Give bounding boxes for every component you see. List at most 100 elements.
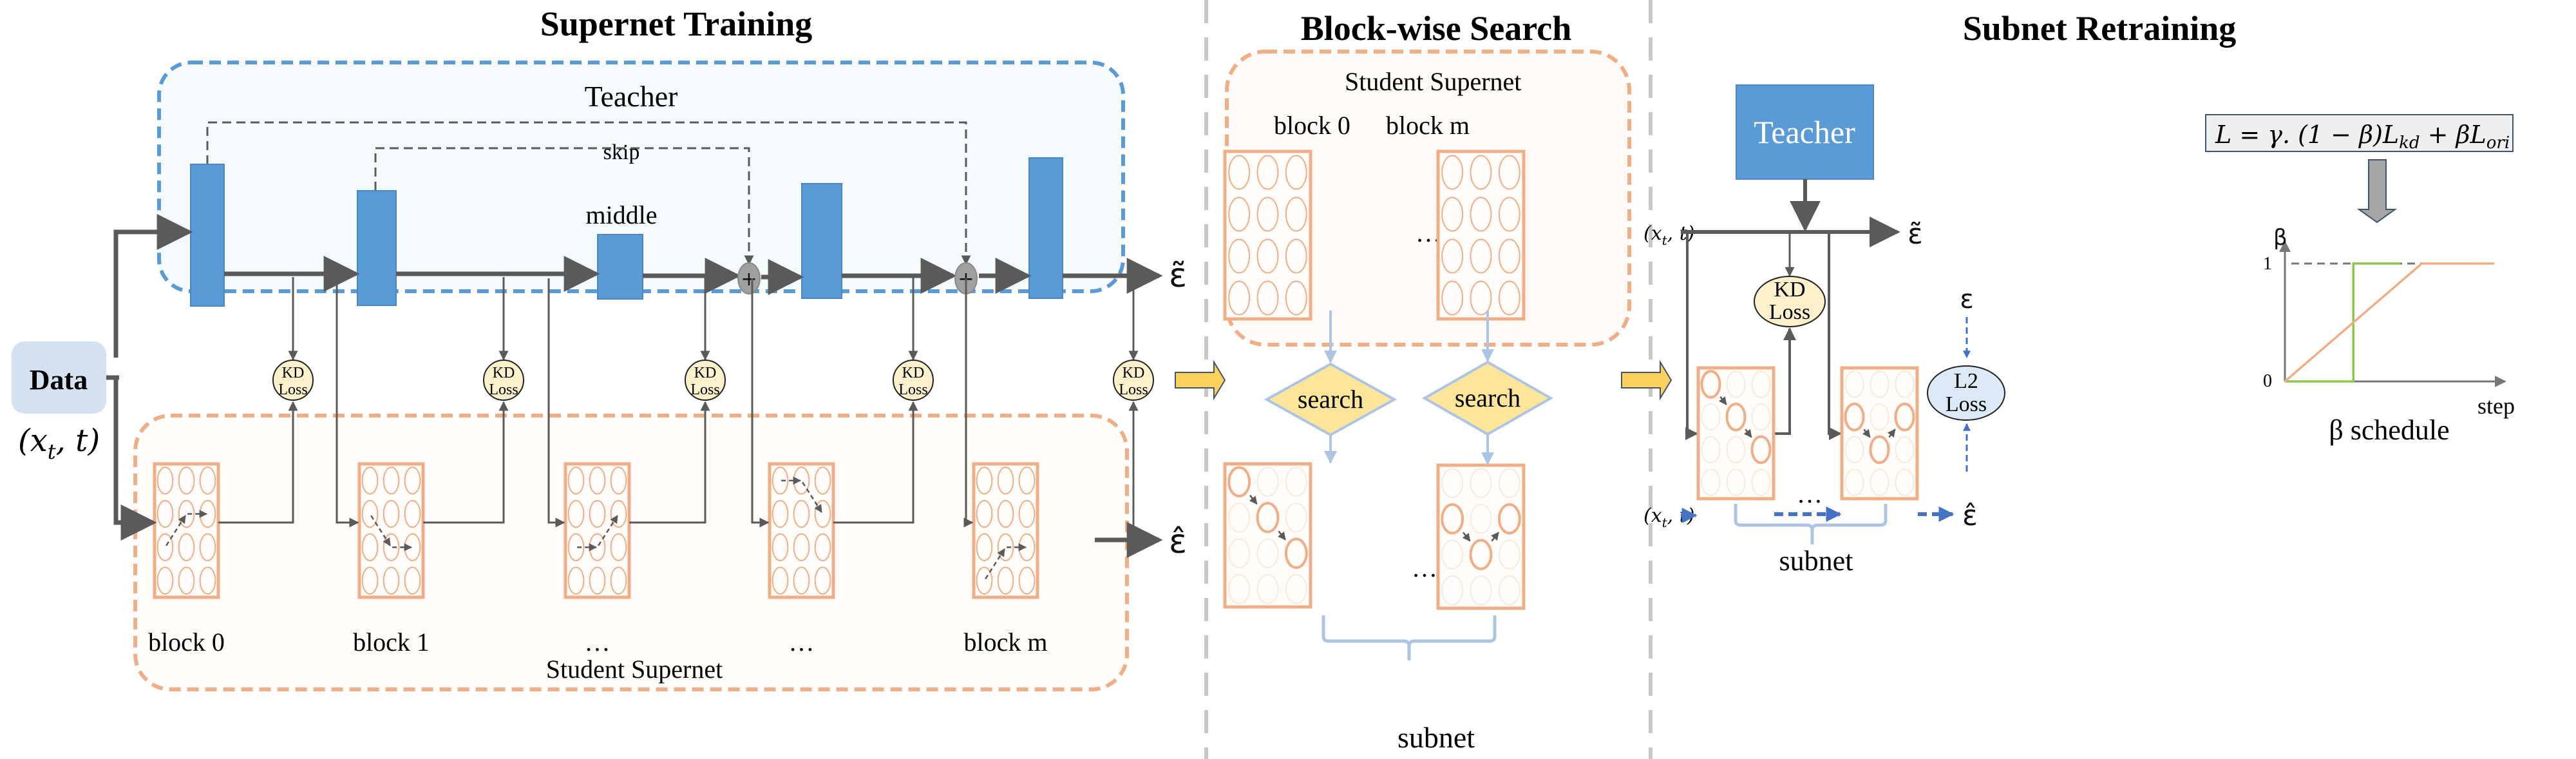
neuron — [1470, 155, 1492, 190]
path-arrow — [1862, 428, 1871, 438]
skip-connection-inner — [374, 147, 754, 265]
neuron — [178, 466, 195, 495]
neuron — [589, 499, 606, 528]
neuron — [997, 533, 1014, 562]
teacher-feature-to-student — [751, 278, 770, 528]
search-diamond-m: search — [1421, 360, 1554, 436]
teacher-output-epsilon-tilde: ε̃ — [1169, 256, 1187, 295]
block-frame — [153, 462, 220, 599]
block-frame — [972, 462, 1039, 599]
search-block-label-0: block 0 — [1274, 111, 1350, 140]
middle-label: middle — [585, 200, 657, 229]
kd-loss-node — [685, 360, 726, 401]
svg-text:(xt, t): (xt, t) — [18, 423, 100, 464]
neuron — [793, 499, 810, 528]
neuron — [1285, 466, 1307, 497]
search-supernet-block-m — [1436, 149, 1526, 321]
neuron — [1498, 155, 1520, 190]
teacher-layer-middle — [597, 234, 643, 300]
neuron — [772, 533, 789, 562]
neuron — [997, 466, 1014, 495]
block-frame — [1223, 149, 1312, 321]
kd-loss-node — [893, 360, 934, 401]
retrain-teacher-output: ε̃ — [1908, 218, 1923, 251]
neuron — [1844, 370, 1864, 398]
retrain-subnet-block-m — [1840, 366, 1919, 501]
x-axis-label: step — [2477, 393, 2515, 419]
svg-text:Loss: Loss — [1769, 300, 1810, 324]
neuron — [1228, 197, 1251, 232]
retrain-connector-left-out — [1774, 327, 1796, 435]
path-arrow — [1743, 428, 1752, 438]
y-tick-0: 0 — [2263, 371, 2272, 391]
skip-connection-outer — [206, 121, 971, 265]
search-ellipsis-bottom: … — [1412, 553, 1437, 582]
active-neuron — [1700, 370, 1721, 399]
training-block-3 — [768, 462, 835, 599]
retrain-subnet-blocks — [1696, 366, 1919, 501]
kd-loss-node — [1113, 360, 1154, 401]
kd-loss-label: KD — [694, 365, 717, 381]
search-block-label-m: block m — [1386, 111, 1470, 140]
neuron — [567, 566, 585, 595]
retrain-kd-loss: KD Loss — [1754, 276, 1826, 327]
series-step-schedule — [2285, 262, 2401, 383]
teacher-layer-2 — [357, 190, 397, 306]
loss-formula: L = γ. (1 − β)Lkd + βLori — [2205, 114, 2514, 153]
data-to-teacher-arrow — [113, 214, 193, 358]
training-block-label: block 0 — [148, 628, 225, 657]
neuron — [814, 566, 831, 595]
data-to-student-arrow — [113, 378, 157, 541]
retrain-teacher-label: Teacher — [1754, 114, 1855, 150]
training-block-1 — [357, 462, 425, 599]
data-box — [12, 341, 106, 414]
neuron — [1256, 155, 1279, 190]
neuron — [1498, 197, 1520, 232]
neuron — [1018, 499, 1036, 528]
stage-arrow-1 — [1175, 360, 1226, 401]
retrain-subnet-block-0 — [1696, 366, 1776, 501]
add-node-1: + — [737, 262, 761, 294]
path-arrow — [598, 515, 618, 546]
block-frame — [1840, 366, 1919, 501]
kd-loss-label: Loss — [489, 381, 518, 398]
neuron — [1470, 468, 1492, 498]
neuron — [383, 466, 400, 495]
block-frame — [768, 462, 835, 599]
neuron — [1470, 575, 1492, 606]
path-arrow — [1887, 428, 1896, 438]
neuron — [1285, 574, 1307, 604]
active-neuron — [1844, 402, 1865, 432]
neuron — [976, 533, 993, 562]
neuron — [178, 499, 195, 528]
neuron — [610, 533, 627, 562]
neuron — [1018, 466, 1036, 495]
neuron — [589, 466, 606, 495]
svg-text:KD: KD — [1774, 278, 1805, 302]
neuron — [1726, 436, 1746, 464]
training-block-label: … — [789, 628, 815, 657]
path-arrow — [1718, 396, 1727, 405]
neuron — [1751, 468, 1771, 496]
neuron — [1441, 539, 1464, 570]
y-tick-1: 1 — [2263, 254, 2272, 274]
neuron — [1870, 403, 1889, 431]
teacher-layer-1 — [190, 164, 225, 307]
neuron — [1498, 468, 1520, 498]
plus-icon: + — [741, 268, 757, 291]
stage-arrow-2 — [1621, 360, 1672, 401]
neuron — [814, 499, 831, 528]
neuron — [772, 466, 789, 495]
neuron — [1844, 468, 1864, 496]
neuron — [156, 566, 174, 595]
kd-loss-node — [272, 360, 314, 401]
path-arrow — [802, 481, 822, 514]
title-subnet-retraining: Subnet Retraining — [1963, 9, 2237, 48]
neuron — [1018, 566, 1036, 595]
formula-down-arrow — [2356, 159, 2398, 224]
block-frame — [1436, 463, 1526, 610]
